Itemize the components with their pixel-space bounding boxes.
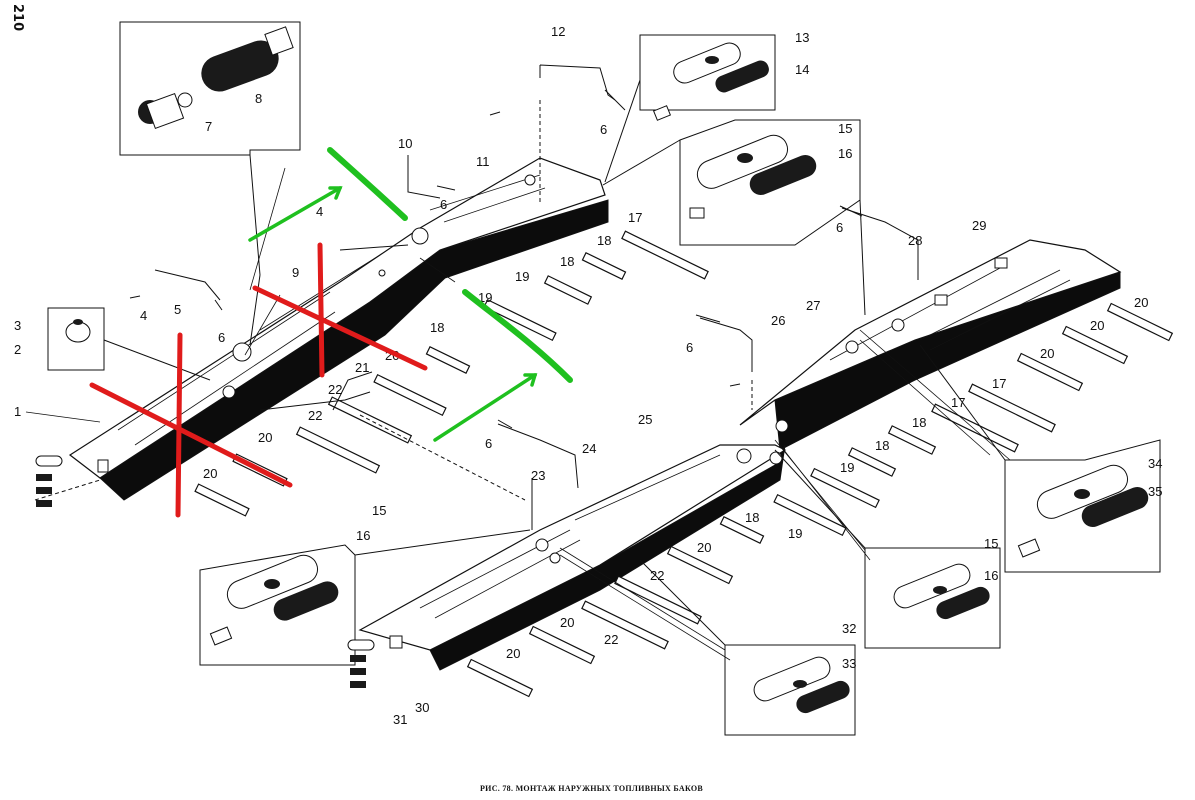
callout-18c: 18 <box>430 320 444 335</box>
callout-2: 2 <box>14 342 21 357</box>
callout-20c: 20 <box>203 466 217 481</box>
callout-20g: 20 <box>697 540 711 555</box>
left-fuel-tank <box>68 157 609 501</box>
pads-31 <box>35 455 375 688</box>
detail-box-32-33 <box>639 559 856 736</box>
callout-20e: 20 <box>1090 318 1104 333</box>
callout-28: 28 <box>908 233 922 248</box>
callout-6e: 6 <box>686 340 693 355</box>
callout-11: 11 <box>476 154 490 169</box>
callout-25: 25 <box>638 412 652 427</box>
callout-6b: 6 <box>600 122 607 137</box>
callout-15c: 15 <box>372 503 386 518</box>
callout-9: 9 <box>292 265 299 280</box>
callout-6d: 6 <box>485 436 492 451</box>
callout-3: 3 <box>14 318 21 333</box>
callout-6a: 6 <box>218 330 225 345</box>
callout-19a: 19 <box>515 269 529 284</box>
detail-box-13-14 <box>604 34 776 183</box>
callout-22d: 22 <box>604 632 618 647</box>
straps <box>194 230 1174 698</box>
callout-22b: 22 <box>308 408 322 423</box>
callout-8: 8 <box>255 91 262 106</box>
callout-16c: 16 <box>356 528 370 543</box>
detail-box-15-16-upper <box>602 119 866 316</box>
callout-7: 7 <box>205 119 212 134</box>
callout-29: 29 <box>972 218 986 233</box>
callout-17b: 17 <box>992 376 1006 391</box>
callout-20h: 20 <box>560 615 574 630</box>
callout-18e: 18 <box>875 438 889 453</box>
callout-17c: 17 <box>951 395 965 410</box>
callout-33: 33 <box>842 656 856 671</box>
callout-1: 1 <box>14 404 21 419</box>
callout-19b: 19 <box>478 290 492 305</box>
callout-19d: 19 <box>788 526 802 541</box>
callout-20i: 20 <box>506 646 520 661</box>
callout-30: 30 <box>415 700 429 715</box>
callout-15a: 15 <box>838 121 852 136</box>
callout-22a: 22 <box>328 382 342 397</box>
callout-26: 26 <box>771 313 785 328</box>
detail-box-clamp <box>119 21 301 346</box>
right-fuel-tank-upper <box>739 239 1122 451</box>
callout-16b: 16 <box>984 568 998 583</box>
callout-17a: 17 <box>628 210 642 225</box>
callout-27: 27 <box>806 298 820 313</box>
callout-20f: 20 <box>1040 346 1054 361</box>
callout-18d: 18 <box>912 415 926 430</box>
callout-18f: 18 <box>745 510 759 525</box>
leader-lines <box>244 167 1011 661</box>
callout-13: 13 <box>795 30 809 45</box>
figure-caption: РИС. 78. МОНТАЖ НАРУЖНЫХ ТОПЛИВНЫХ БАКОВ <box>480 784 703 793</box>
callout-14: 14 <box>795 62 809 77</box>
callout-4b: 4 <box>316 204 323 219</box>
callout-22c: 22 <box>650 568 664 583</box>
callout-10: 10 <box>398 136 412 151</box>
callout-15b: 15 <box>984 536 998 551</box>
callout-6f: 6 <box>836 220 843 235</box>
right-fuel-tank-lower <box>358 444 787 671</box>
callout-18a: 18 <box>597 233 611 248</box>
detail-box-15-16-right <box>774 449 1001 649</box>
green-marks <box>248 147 573 442</box>
callout-16a: 16 <box>838 146 852 161</box>
callout-19c: 19 <box>840 460 854 475</box>
callout-21: 21 <box>355 360 369 375</box>
callout-6c: 6 <box>440 197 447 212</box>
callout-34: 34 <box>1148 456 1162 471</box>
bolts <box>129 89 863 429</box>
page-number: 210 <box>10 4 25 31</box>
callout-24: 24 <box>582 441 596 456</box>
detail-box-2-3 <box>47 307 211 381</box>
callout-4: 4 <box>140 308 147 323</box>
detail-box-34-35 <box>919 344 1161 573</box>
callout-23: 23 <box>531 468 545 483</box>
brackets <box>34 64 919 530</box>
callout-31: 31 <box>393 712 407 727</box>
callouts: 1 2 3 4 4 5 6 7 8 9 10 11 12 6 6 13 14 1… <box>14 24 1162 727</box>
callout-20d: 20 <box>1134 295 1148 310</box>
callout-32: 32 <box>842 621 856 636</box>
detail-box-15-16-lower <box>199 529 531 666</box>
callout-12: 12 <box>551 24 565 39</box>
callout-18b: 18 <box>560 254 574 269</box>
red-cross-marks <box>89 242 428 518</box>
callout-20b: 20 <box>258 430 272 445</box>
callout-5: 5 <box>174 302 181 317</box>
callout-35: 35 <box>1148 484 1162 499</box>
